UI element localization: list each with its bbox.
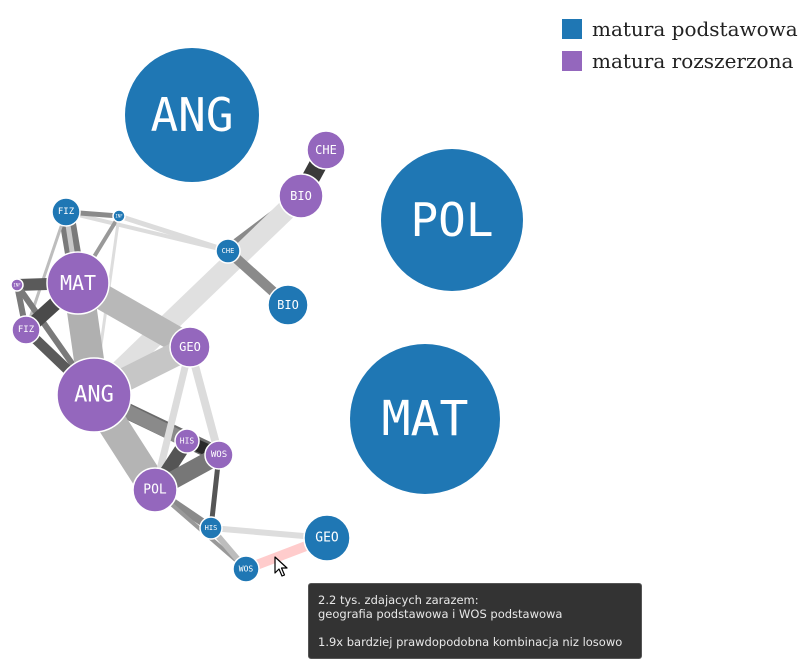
node-label: MAT [382,391,469,447]
edge-fiz-p-che-p[interactable] [65,210,229,253]
node-label: POL [410,193,493,247]
node-label: BIO [290,189,312,203]
legend: matura podstawowa matura rozszerzona [562,15,798,79]
node-circle[interactable] [112,209,126,223]
node-his-rozszerzona[interactable]: HIS [174,428,200,454]
node-geo-rozszerzona[interactable]: GEO [169,326,211,368]
node-label: INF [115,214,123,219]
node-mat-podstawowa[interactable]: MAT [350,344,500,494]
node-label: HIS [180,437,195,446]
node-circle[interactable] [381,149,523,291]
node-circle[interactable] [215,238,241,264]
legend-item-rozszerzona: matura rozszerzona [562,47,798,75]
edge-bio-r-ang-r[interactable] [87,188,308,403]
node-his-podstawowa[interactable]: HIS [199,516,223,540]
legend-label-rozszerzona: matura rozszerzona [592,49,794,73]
node-pol-rozszerzona[interactable]: POL [132,467,178,513]
node-label: ANG [74,383,114,408]
node-wos-podstawowa[interactable]: WOS [232,555,260,583]
legend-item-podstawowa: matura podstawowa [562,15,798,43]
node-circle[interactable] [51,197,81,227]
node-pol-podstawowa[interactable]: POL [381,149,523,291]
node-mat-rozszerzona[interactable]: MAT [46,251,110,315]
node-bio-rozszerzona[interactable]: BIO [278,173,324,219]
node-label: BIO [277,298,299,312]
node-circle[interactable] [125,48,259,182]
node-label: CHE [222,247,235,255]
node-bio-podstawowa[interactable]: BIO [267,284,309,326]
node-label: FIZ [58,207,75,217]
legend-swatch-podstawowa [562,19,582,39]
node-circle[interactable] [132,467,178,513]
node-circle[interactable] [350,344,500,494]
node-label: ANG [150,88,233,142]
node-circle[interactable] [56,357,132,433]
node-circle[interactable] [204,440,234,470]
mouse-cursor-icon [274,556,288,577]
node-wos-rozszerzona[interactable]: WOS [204,440,234,470]
node-label: POL [143,483,167,498]
node-label: WOS [239,565,254,574]
node-fiz-rozszerzona[interactable]: FIZ [11,315,41,345]
legend-label-podstawowa: matura podstawowa [592,17,798,41]
node-circle[interactable] [232,555,260,583]
node-circle[interactable] [11,315,41,345]
node-geo-podstawowa[interactable]: GEO [303,514,351,562]
node-label: GEO [179,340,201,354]
node-circle[interactable] [169,326,211,368]
node-circle[interactable] [303,514,351,562]
tooltip-line-count: 2.2 tys. zdajacych zarazem: [318,593,479,607]
node-inf-podstawowa[interactable]: INF [112,209,126,223]
node-label: GEO [315,531,339,546]
node-che-podstawowa[interactable]: CHE [215,238,241,264]
tooltip-line-ratio: 1.9x bardziej prawdopodobna kombinacja n… [318,635,623,649]
nodes-layer: ANG POL MAT CHE BIO FIZ INF CHE BIO MAT INF FIZ GEO A… [10,48,523,583]
node-ang-rozszerzona[interactable]: ANG [56,357,132,433]
edge-geo-r-pol-r[interactable] [151,346,194,491]
node-circle[interactable] [174,428,200,454]
node-inf-rozszerzona[interactable]: INF [10,278,24,292]
node-label: FIZ [18,325,35,335]
node-label: HIS [205,524,218,532]
node-label: WOS [211,450,227,460]
node-ang-podstawowa[interactable]: ANG [125,48,259,182]
node-circle[interactable] [10,278,24,292]
node-circle[interactable] [46,251,110,315]
node-label: MAT [60,271,96,295]
node-circle[interactable] [306,130,346,170]
tooltip-line-subjects: geografia podstawowa i WOS podstawowa [318,607,563,621]
node-label: INF [13,283,21,288]
node-che-rozszerzona[interactable]: CHE [306,130,346,170]
node-label: CHE [315,143,337,157]
node-circle[interactable] [267,284,309,326]
legend-swatch-rozszerzona [562,51,582,71]
node-circle[interactable] [199,516,223,540]
tooltip: 2.2 tys. zdajacych zarazem: geografia po… [308,583,642,659]
node-circle[interactable] [278,173,324,219]
node-fiz-podstawowa[interactable]: FIZ [51,197,81,227]
